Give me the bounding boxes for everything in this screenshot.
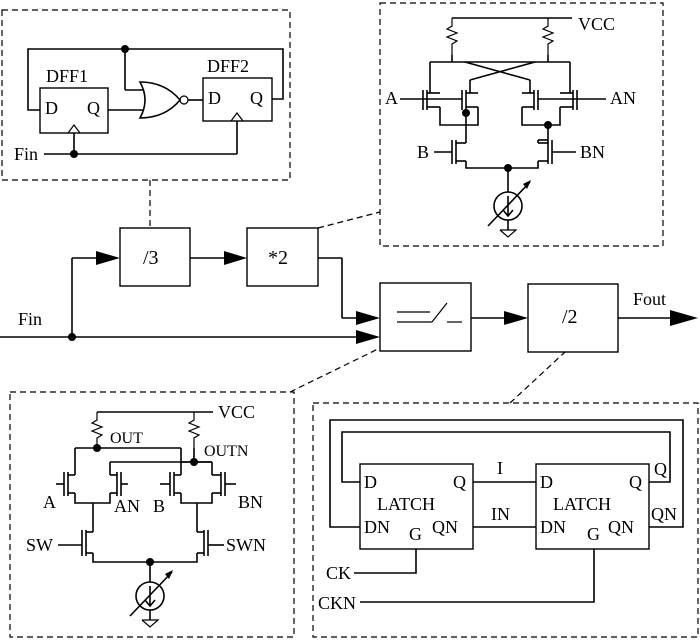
- i-signal-label: I: [497, 458, 503, 478]
- latch2-box: [535, 463, 650, 550]
- latch-detail: D LATCH DN G Q QN D LATCH DN G Q QN I IN…: [318, 419, 684, 613]
- divide-by-2-label: /2: [562, 306, 578, 328]
- dff1-q-label: Q: [87, 98, 100, 118]
- ck-label: CK: [326, 563, 351, 583]
- latch1-q-label: Q: [453, 472, 466, 492]
- switch-resistor-left-icon: [90, 412, 104, 448]
- latch2-d-label: D: [540, 472, 553, 492]
- arrow-mul2-to-switch: [356, 311, 380, 325]
- doubler-bn-label: BN: [580, 142, 605, 162]
- mul2-detail-connector: [317, 211, 381, 229]
- switch-ground-icon: [141, 619, 160, 628]
- doubler-detail-frame: [379, 2, 664, 247]
- latch2-qn-label: QN: [608, 517, 634, 537]
- divide-by-3-detail-frame: [1, 9, 291, 181]
- doubler-a-label: A: [385, 88, 398, 108]
- arrow-fin-to-switch: [356, 330, 380, 344]
- dff2-label: DFF2: [207, 56, 249, 76]
- latch1-dn-label: DN: [364, 517, 390, 537]
- divide-by-3-block: [119, 227, 191, 287]
- doubler-an-label: AN: [610, 88, 636, 108]
- latch2-q-out-label: Q: [654, 459, 667, 479]
- dff1-label: DFF1: [46, 66, 88, 86]
- doubler-b-label: B: [417, 142, 429, 162]
- doubler-bottom-transistors-icon: [451, 140, 553, 164]
- latch2-q-label: Q: [629, 472, 642, 492]
- fout-label: Fout: [633, 289, 666, 309]
- switch-detail-connector: [289, 347, 381, 393]
- nor-gate-icon: [138, 81, 182, 119]
- dff2-clock-icon: [230, 112, 244, 122]
- switch-block: [379, 282, 472, 352]
- latch2-title: LATCH: [553, 494, 611, 514]
- doubler-detail: VCC A AN: [385, 14, 636, 238]
- latch1-qn-label: QN: [432, 517, 458, 537]
- fin-detail-label: Fin: [14, 144, 38, 164]
- switch-swn-label: SWN: [226, 535, 266, 555]
- divide-by-3-detail: DFF1 D Q DFF2 D Q Fin: [14, 45, 284, 164]
- arrow-switch-to-div2: [504, 311, 528, 325]
- switch-symbol-icon: [397, 302, 462, 323]
- in-signal-label: IN: [491, 504, 510, 524]
- switch-out-label: OUT: [110, 430, 143, 447]
- switch-detail: VCC OUT OUTN A AN B BN: [26, 402, 266, 628]
- switch-sw-label: SW: [26, 535, 53, 555]
- latch1-title: LATCH: [377, 494, 435, 514]
- switch-resistor-right-icon: [187, 412, 201, 448]
- dff2-d-label: D: [208, 88, 221, 108]
- switch-detail-frame: [9, 391, 295, 638]
- dff1-clock-icon: [67, 124, 81, 134]
- main-signal-chain: Fin /3 *2 /2 Fout: [0, 227, 698, 353]
- switch-an-label: AN: [114, 496, 140, 516]
- latch1-g-label: G: [409, 524, 422, 544]
- switch-current-source-icon: [129, 570, 173, 617]
- divide-by-3-label: /3: [143, 247, 159, 269]
- dff1-d-label: D: [45, 98, 58, 118]
- latch2-g-label: G: [587, 524, 600, 544]
- latch1-box: [359, 463, 474, 550]
- switch-vcc-label: VCC: [218, 402, 255, 422]
- divide-by-2-detail-frame: [312, 402, 699, 638]
- nor-bubble-icon: [179, 95, 189, 105]
- switch-pair-transistors-icon: [63, 472, 226, 496]
- arrow-to-mul2: [224, 251, 247, 265]
- doubler-resistor-right-icon: [541, 18, 555, 55]
- doubler-ground-icon: [499, 229, 518, 238]
- switch-enable-transistors-icon: [81, 530, 209, 556]
- arrow-to-div3: [96, 251, 120, 265]
- div2-detail-connector: [509, 351, 566, 404]
- latch1-d-label: D: [364, 472, 377, 492]
- multiply-by-2-block: [246, 227, 319, 287]
- switch-b-label: B: [153, 496, 165, 516]
- latch2-qn-out-label: QN: [651, 504, 677, 524]
- arrow-fout: [670, 310, 698, 326]
- latch2-dn-label: DN: [540, 517, 566, 537]
- doubler-current-source-icon: [487, 180, 531, 227]
- switch-outn-label: OUTN: [204, 443, 249, 460]
- doubler-vcc-label: VCC: [578, 14, 615, 34]
- fin-main-label: Fin: [18, 309, 42, 329]
- ckn-label: CKN: [318, 593, 356, 613]
- switch-bn-label: BN: [238, 492, 263, 512]
- switch-a-label: A: [43, 492, 56, 512]
- doubler-resistor-left-icon: [445, 18, 459, 55]
- dff2-q-label: Q: [250, 88, 263, 108]
- multiply-by-2-label: *2: [268, 247, 288, 269]
- doubler-top-transistors-icon: [422, 90, 578, 110]
- divide-by-2-block: [527, 283, 619, 353]
